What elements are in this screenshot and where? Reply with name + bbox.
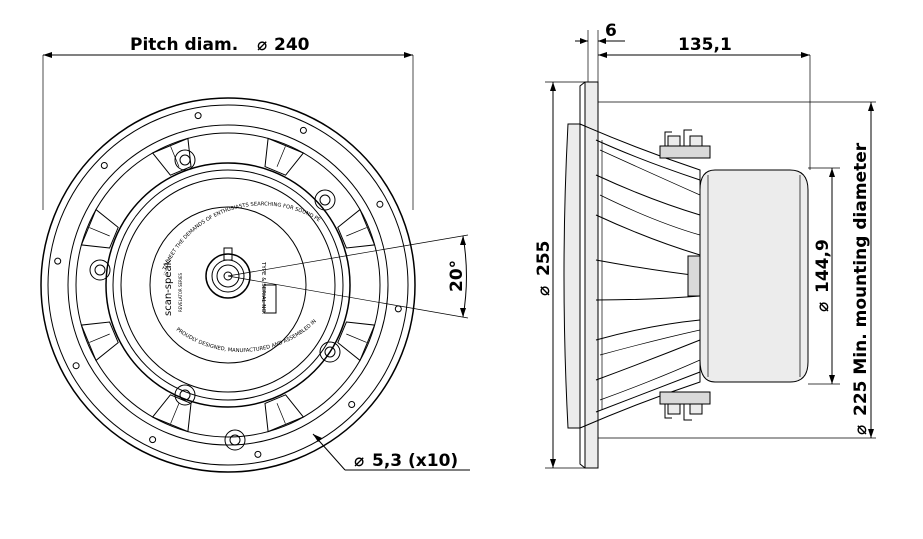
depth-dimensions: 6 135,1	[575, 21, 811, 170]
mounting-hole	[376, 200, 384, 208]
brand-logo-text: scan-speak	[163, 259, 174, 316]
angle-dimension: 20°	[227, 234, 469, 319]
magnet-diameter-dimension: ⌀ 144,9	[808, 167, 840, 385]
spoke	[264, 394, 305, 433]
basket-arm	[595, 174, 701, 216]
pitch-diameter-dimension: Pitch diam. ⌀ 240	[42, 35, 414, 210]
magnet-assembly	[699, 169, 809, 383]
mounting-hole	[299, 126, 307, 134]
pitch-diameter-value: 240	[274, 35, 310, 55]
hole-dimension: ⌀ 5,3 (x10)	[312, 433, 470, 471]
screw-boss	[314, 189, 336, 211]
mounting-diameter-symbol: ⌀	[851, 425, 871, 435]
type-serial-label: TYPE & SERIAL NO.	[260, 261, 266, 315]
outer-diameter-value: 255	[534, 241, 554, 277]
mounting-hole	[149, 436, 157, 444]
spoke	[151, 394, 192, 433]
pitch-diameter-symbol: ⌀	[257, 35, 267, 55]
basket-spokes	[80, 137, 376, 451]
depth-value: 135,1	[678, 35, 732, 55]
mounting-hole	[100, 162, 108, 169]
outer-diameter-dimension: ⌀ 255	[534, 81, 585, 469]
basket-arm	[595, 295, 701, 301]
angle-value: 20°	[447, 260, 467, 292]
pitch-diameter-label: Pitch diam.	[130, 35, 238, 55]
basket-arm	[595, 259, 701, 277]
mounting-holes	[54, 112, 402, 458]
basket-arm	[595, 139, 701, 181]
basket-side	[579, 123, 701, 429]
front-flange	[584, 81, 599, 469]
screw-boss	[89, 259, 111, 281]
basket-arm	[595, 214, 701, 256]
hole-value: 5,3 (x10)	[372, 451, 458, 471]
mounting-hole	[54, 257, 62, 265]
screw-boss	[319, 341, 341, 363]
spoke	[80, 208, 119, 249]
basket-arm	[595, 339, 701, 381]
flange-thickness-value: 6	[605, 21, 617, 41]
mounting-diameter-dimension: ⌀ 225 Min. mounting diameter	[598, 101, 876, 439]
spoke	[337, 321, 376, 362]
screw-boss	[174, 149, 196, 171]
spoke	[337, 208, 376, 249]
frame-outer-ring	[40, 97, 416, 473]
mounting-hole	[394, 305, 402, 313]
terminal-bottom	[659, 391, 711, 421]
basket-arm	[595, 371, 701, 413]
mounting-diameter-value: 225 Min. mounting diameter	[851, 142, 871, 416]
outer-diameter-symbol: ⌀	[534, 286, 554, 296]
mounting-hole	[72, 362, 80, 370]
mounting-hole	[348, 401, 356, 408]
side-view: 6 135,1 ⌀ 255	[534, 21, 876, 469]
magnet-diameter-value: 144,9	[813, 239, 833, 293]
screw-boss	[224, 429, 246, 451]
basket-arm	[595, 319, 701, 341]
series-text: REVELATOR SERIES	[178, 272, 183, 312]
hole-symbol: ⌀	[354, 451, 364, 471]
spoke	[80, 321, 119, 362]
mounting-hole	[194, 112, 202, 120]
terminal-top	[659, 129, 711, 159]
mounting-hole	[254, 450, 262, 458]
spoke	[264, 137, 305, 176]
magnet-diameter-symbol: ⌀	[813, 302, 833, 312]
rear-view: Pitch diam. ⌀ 240 ...TO MEET THE DEMANDS…	[0, 0, 470, 473]
